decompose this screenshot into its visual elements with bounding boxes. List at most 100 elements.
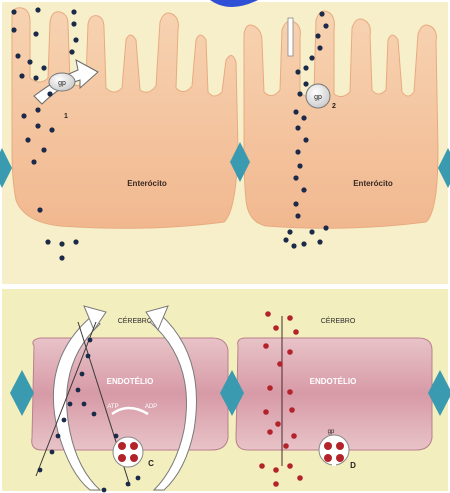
top-panel: Enterócito Enterócito gp 1 gp 2	[0, 0, 450, 284]
drug-molecule	[126, 482, 131, 487]
drug-molecule	[11, 9, 16, 14]
drug-molecule	[295, 69, 300, 74]
drug-molecule	[92, 412, 97, 417]
drug-molecule	[303, 137, 308, 142]
pathway-marker-d: D	[350, 461, 356, 470]
drug-molecule	[41, 65, 46, 70]
pgp-label-top-right: gp	[314, 94, 322, 101]
drug-molecule	[303, 65, 308, 70]
drug-molecule	[68, 402, 73, 407]
drug-molecule	[283, 443, 289, 449]
drug-molecule	[317, 239, 322, 244]
drug-molecule	[309, 55, 314, 60]
drug-molecule	[15, 53, 20, 58]
drug-molecule	[267, 385, 273, 391]
drug-molecule	[277, 361, 283, 367]
panel-divider	[0, 285, 450, 289]
drug-molecule	[35, 7, 40, 12]
drug-molecule	[33, 31, 38, 36]
drug-molecule	[323, 225, 328, 230]
drug-molecule	[297, 163, 302, 168]
drug-molecule	[287, 349, 293, 355]
drug-molecule	[291, 433, 297, 439]
drug-molecule	[50, 450, 55, 455]
drug-molecule	[297, 475, 303, 481]
pgp-label-top-left: gp	[58, 80, 66, 87]
drug-molecule	[293, 175, 298, 180]
drug-molecule	[19, 73, 24, 78]
drug-molecule	[71, 9, 76, 14]
drug-molecule	[82, 402, 87, 407]
bottom-panel: CÉREBRO CÉREBRO ENDOTÉLIO ENDOTÉLIO ATP …	[2, 289, 450, 492]
endothelium-label-right: ENDOTÉLIO	[310, 377, 357, 386]
drug-molecule	[73, 239, 78, 244]
pathway-marker-c: C	[148, 459, 154, 468]
atp-label: ATP	[107, 404, 118, 410]
drug-molecule	[35, 107, 40, 112]
brain-label-left: CÉREBRO	[118, 316, 153, 325]
drug-molecule	[315, 33, 320, 38]
drug-molecule	[265, 311, 271, 317]
drug-molecule	[80, 372, 85, 377]
drug-molecule	[47, 91, 52, 96]
drug-molecule	[273, 481, 279, 487]
drug-molecule	[301, 241, 306, 246]
drug-molecule	[309, 229, 314, 234]
drug-molecule	[102, 488, 107, 493]
drug-molecule	[31, 159, 36, 164]
drug-molecule	[297, 91, 302, 96]
drug-molecule	[293, 201, 298, 206]
drug-molecule	[136, 476, 141, 481]
drug-molecule	[25, 137, 30, 142]
drug-molecule	[301, 115, 306, 120]
adp-label: ADP	[145, 404, 157, 410]
drug-molecule	[267, 429, 273, 435]
drug-molecule	[259, 463, 265, 469]
drug-molecule	[59, 241, 64, 246]
drug-molecule	[41, 147, 46, 152]
drug-molecule	[295, 149, 300, 154]
drug-molecule	[295, 213, 300, 218]
drug-molecule	[38, 468, 43, 473]
drug-molecule	[283, 237, 288, 242]
drug-molecule	[62, 418, 67, 423]
drug-molecule	[303, 81, 308, 86]
drug-molecule	[287, 229, 292, 234]
drug-molecule	[37, 207, 42, 212]
drug-molecule	[56, 434, 61, 439]
drug-molecule	[287, 315, 293, 321]
drug-molecule	[69, 49, 74, 54]
drug-molecule	[263, 343, 269, 349]
brain-label-right: CÉREBRO	[321, 316, 356, 325]
drug-molecule	[88, 338, 93, 343]
pathway-marker-2: 2	[332, 103, 336, 110]
drug-molecule	[33, 75, 38, 80]
drug-molecule	[275, 421, 281, 427]
drug-molecule	[301, 187, 306, 192]
drug-molecule	[273, 467, 279, 473]
drug-molecule	[76, 388, 81, 393]
drug-molecule	[293, 109, 298, 114]
drug-molecule	[287, 389, 293, 395]
drug-molecule	[86, 354, 91, 359]
drug-molecule	[59, 255, 64, 260]
drug-molecule	[319, 11, 324, 16]
drug-molecule	[317, 45, 322, 50]
drug-molecule	[71, 21, 76, 26]
enterocyte-left-label: Enterócito	[127, 179, 167, 188]
drug-molecule	[49, 127, 54, 132]
drug-molecule	[114, 434, 119, 439]
drug-molecule	[21, 113, 26, 118]
pgp-label-bottom-right: gp	[328, 429, 335, 435]
pathway-marker-1: 1	[64, 113, 68, 120]
drug-molecule	[27, 59, 32, 64]
enterocyte-right-label: Enterócito	[353, 179, 393, 188]
drug-molecule	[289, 407, 295, 413]
drug-molecule	[295, 125, 300, 130]
endothelium-label-left: ENDOTÉLIO	[107, 377, 154, 386]
drug-molecule	[35, 123, 40, 128]
drug-molecule	[273, 325, 279, 331]
drug-molecule	[293, 329, 299, 335]
channel-top-right	[288, 18, 293, 56]
